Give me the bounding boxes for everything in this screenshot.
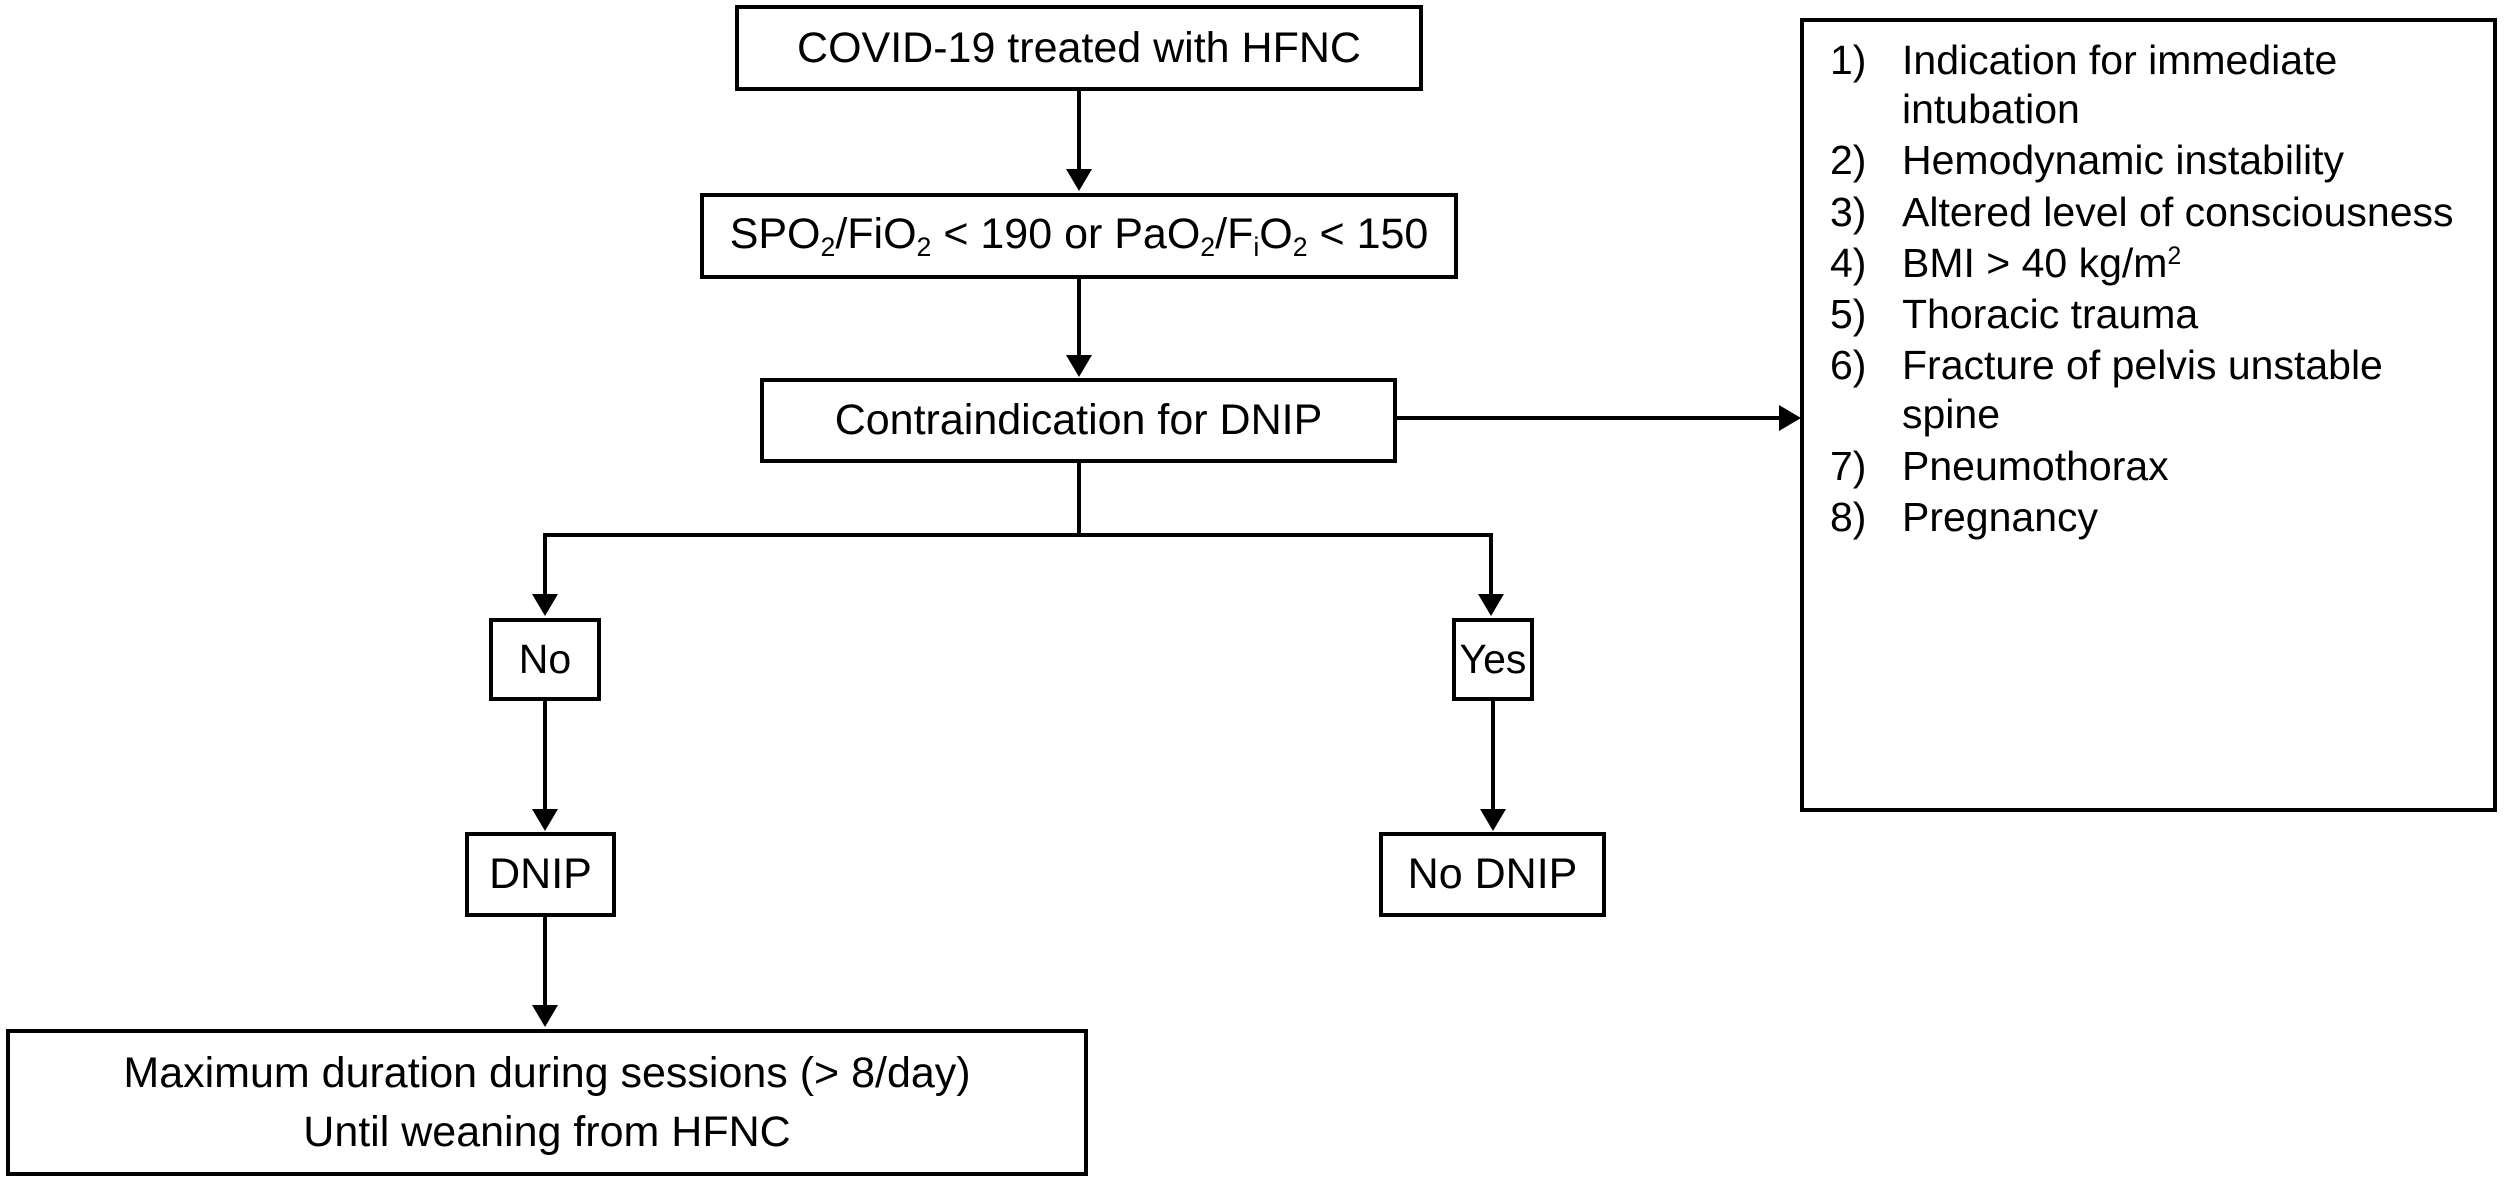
node-no-dnip-label: No DNIP [1407,850,1578,899]
node-dnip-label: DNIP [489,850,592,899]
arrowhead-contraindication-to-panel [1779,405,1801,431]
list-item-number: 6) [1830,342,1867,389]
list-item: 7) Pneumothorax [1830,442,2475,491]
list-item-number: 8) [1830,493,1867,540]
node-no-dnip: No DNIP [1379,832,1606,917]
list-item-text: Indication for immediate intubation [1902,37,2338,133]
contraindication-list: 1) Indication for immediate intubation 2… [1830,36,2475,542]
connector-branch-horizontal [543,533,1493,537]
node-branch-no-label: No [518,636,572,683]
node-covid-label: COVID-19 treated with HFNC [797,23,1361,72]
list-item: 6) Fracture of pelvis unstable spine [1830,341,2475,439]
node-duration: Maximum duration during sessions (> 8/da… [6,1029,1088,1176]
list-item-number: 3) [1830,188,1867,235]
node-oxygenation-ratio: SPO2/FiO2 < 190 or PaO2/FiO2 < 150 [700,193,1458,279]
ratio-spo-text: SPO [729,209,821,258]
ratio-o-text: O [1259,209,1293,258]
node-branch-no: No [489,618,601,701]
list-item: 1) Indication for immediate intubation [1830,36,2475,134]
arrowhead-ratio-to-contraindication [1066,355,1092,377]
list-item-text: Hemodynamic instability [1902,137,2345,184]
connector-contraindication-to-panel [1397,416,1781,420]
node-contraindication-label: Contraindication for DNIP [834,396,1323,445]
node-contraindication: Contraindication for DNIP [760,378,1397,463]
list-item: 8) Pregnancy [1830,493,2475,542]
arrowhead-split-to-yes [1478,594,1504,616]
arrowhead-split-to-no [532,594,558,616]
list-item-text: Pneumothorax [1902,442,2169,489]
list-item-text: Thoracic trauma [1902,290,2199,337]
ratio-sub-2b: 2 [916,231,932,262]
list-item-text: Altered level of consciousness [1902,188,2454,235]
list-item: 4) BMI > 40 kg/m2 [1830,239,2475,288]
connector-contraindication-to-split [1077,463,1081,535]
list-item-bmi-text: BMI > 40 kg/m [1902,239,2168,286]
list-item-number: 7) [1830,442,1867,489]
contraindication-list-panel: 1) Indication for immediate intubation 2… [1800,18,2497,812]
ratio-tail-text: < 150 [1307,209,1429,258]
arrowhead-yes-to-no-dnip [1480,809,1506,831]
connector-split-to-yes [1489,533,1493,596]
node-duration-line1: Maximum duration during sessions (> 8/da… [123,1049,971,1098]
arrowhead-covid-to-ratio [1066,169,1092,191]
ratio-f-text: /F [1215,209,1254,258]
list-item-text: BMI > 40 kg/m2 [1902,239,2475,288]
list-item-bmi-superscript: 2 [2167,242,2182,270]
list-item-number: 1) [1830,37,1867,83]
ratio-sub-2c: 2 [1200,231,1216,262]
list-item-text: Fracture of pelvis unstable spine [1902,342,2383,438]
connector-yes-to-no-dnip [1491,701,1495,811]
node-oxygenation-ratio-label: SPO2/FiO2 < 190 or PaO2/FiO2 < 150 [730,209,1429,263]
list-item-number: 2) [1830,137,1867,184]
list-item: 5) Thoracic trauma [1830,290,2475,339]
connector-no-to-dnip [543,701,547,811]
list-item: 2) Hemodynamic instability [1830,136,2475,185]
ratio-pao-text: < 190 or PaO [931,209,1201,258]
arrowhead-no-to-dnip [532,809,558,831]
node-branch-yes-label: Yes [1459,636,1527,683]
ratio-sub-i: i [1253,231,1260,262]
ratio-fio-text: /FiO [835,209,917,258]
node-dnip: DNIP [465,832,616,917]
list-item-text: Pregnancy [1902,493,2099,540]
connector-ratio-to-contraindication [1077,279,1081,357]
ratio-sub-2a: 2 [820,231,836,262]
ratio-sub-2d: 2 [1292,231,1308,262]
list-item-number: 4) [1830,239,1867,286]
list-item: 3) Altered level of consciousness [1830,188,2475,237]
list-item-number: 5) [1830,290,1867,337]
arrowhead-dnip-to-duration [532,1005,558,1027]
node-branch-yes: Yes [1452,618,1534,701]
node-duration-line2: Until weaning from HFNC [303,1107,791,1156]
connector-dnip-to-duration [543,917,547,1007]
connector-covid-to-ratio [1077,91,1081,171]
node-covid-hfnc: COVID-19 treated with HFNC [735,5,1423,91]
connector-split-to-no [543,533,547,596]
